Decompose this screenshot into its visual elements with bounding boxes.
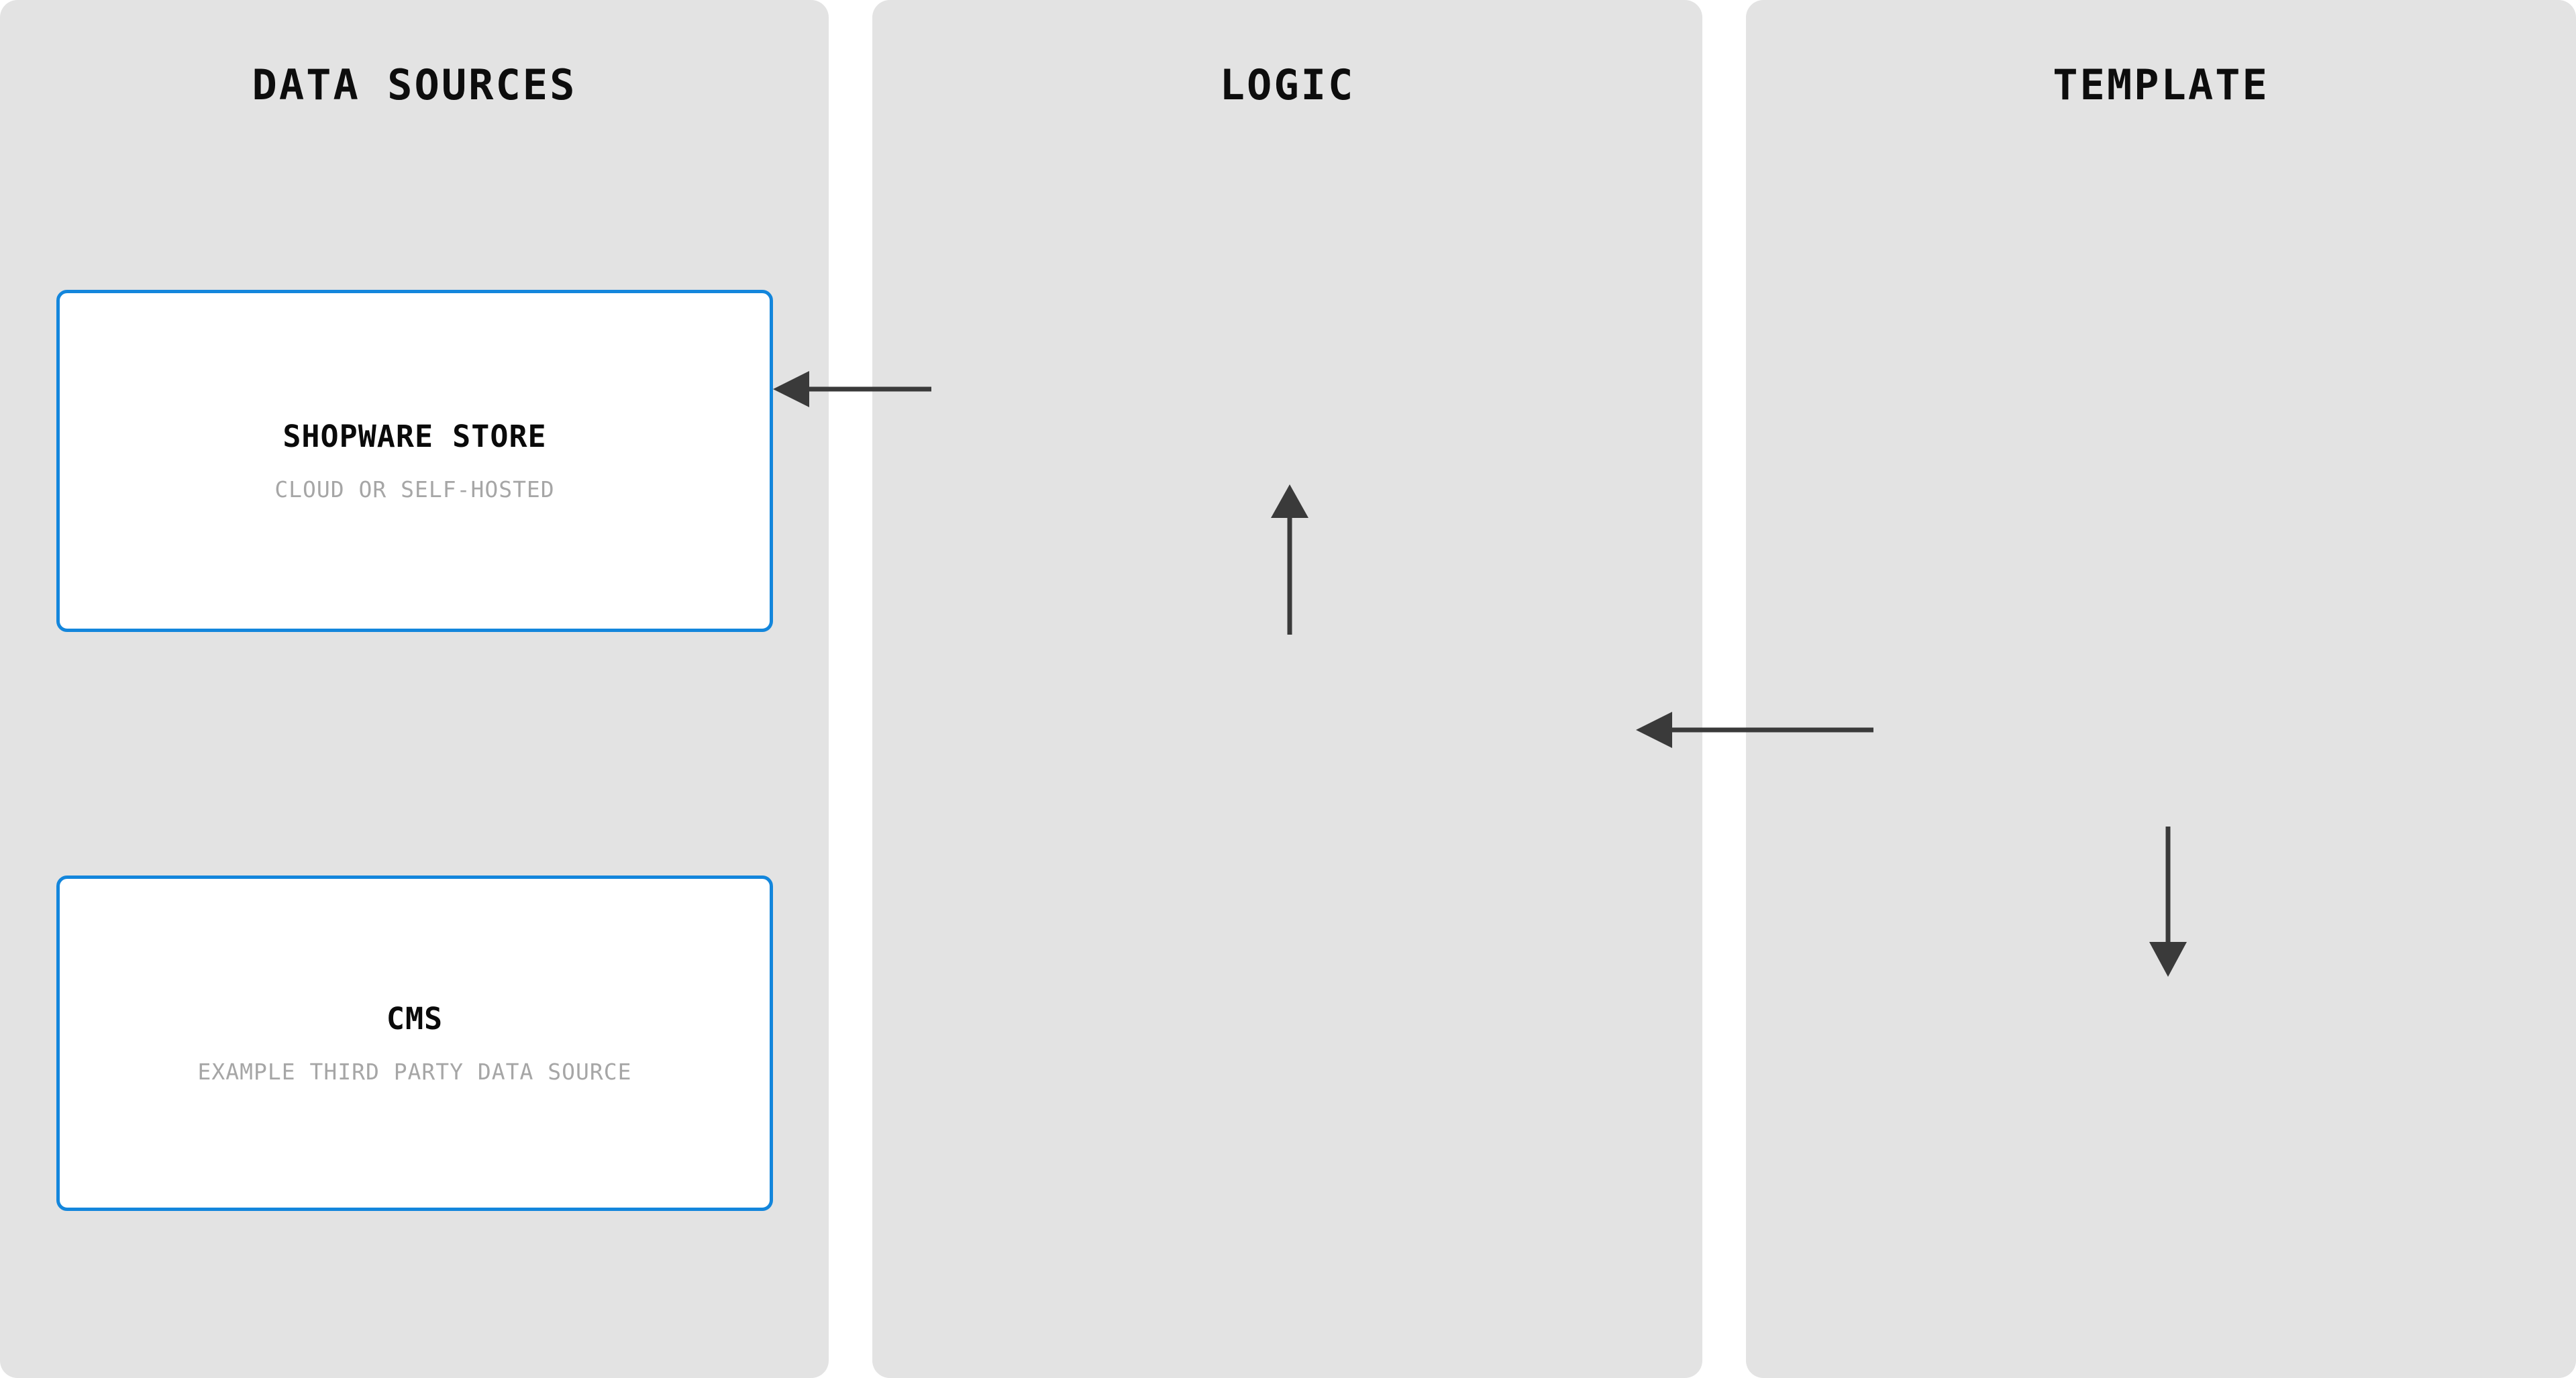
column-logic: LOGIC API-CLIENT DOES STORE API REQUESTS… [872,0,2520,1378]
node-subtitle-shopware-store: CLOUD OR SELF-HOSTED [274,476,555,502]
node-title-cms: CMS [386,1001,444,1037]
node-shopware-store[interactable]: SHOPWARE STORE CLOUD OR SELF-HOSTED [56,290,773,632]
column-header-logic: LOGIC [1219,60,1355,109]
column-header-template: TEMPLATE [2053,60,2269,109]
node-cms[interactable]: CMS EXAMPLE THIRD PARTY DATA SOURCE [56,876,773,1211]
node-title-shopware-store: SHOPWARE STORE [282,419,547,455]
column-header-data-sources: DATA SOURCES [252,60,577,109]
node-subtitle-cms: EXAMPLE THIRD PARTY DATA SOURCE [197,1058,632,1085]
column-data-sources: DATA SOURCES SHOPWARE STORE CLOUD OR SEL… [0,0,829,1378]
column-template: TEMPLATE NUXT.js RUNTIME ROUTING, SSR, C… [1746,0,2576,1378]
